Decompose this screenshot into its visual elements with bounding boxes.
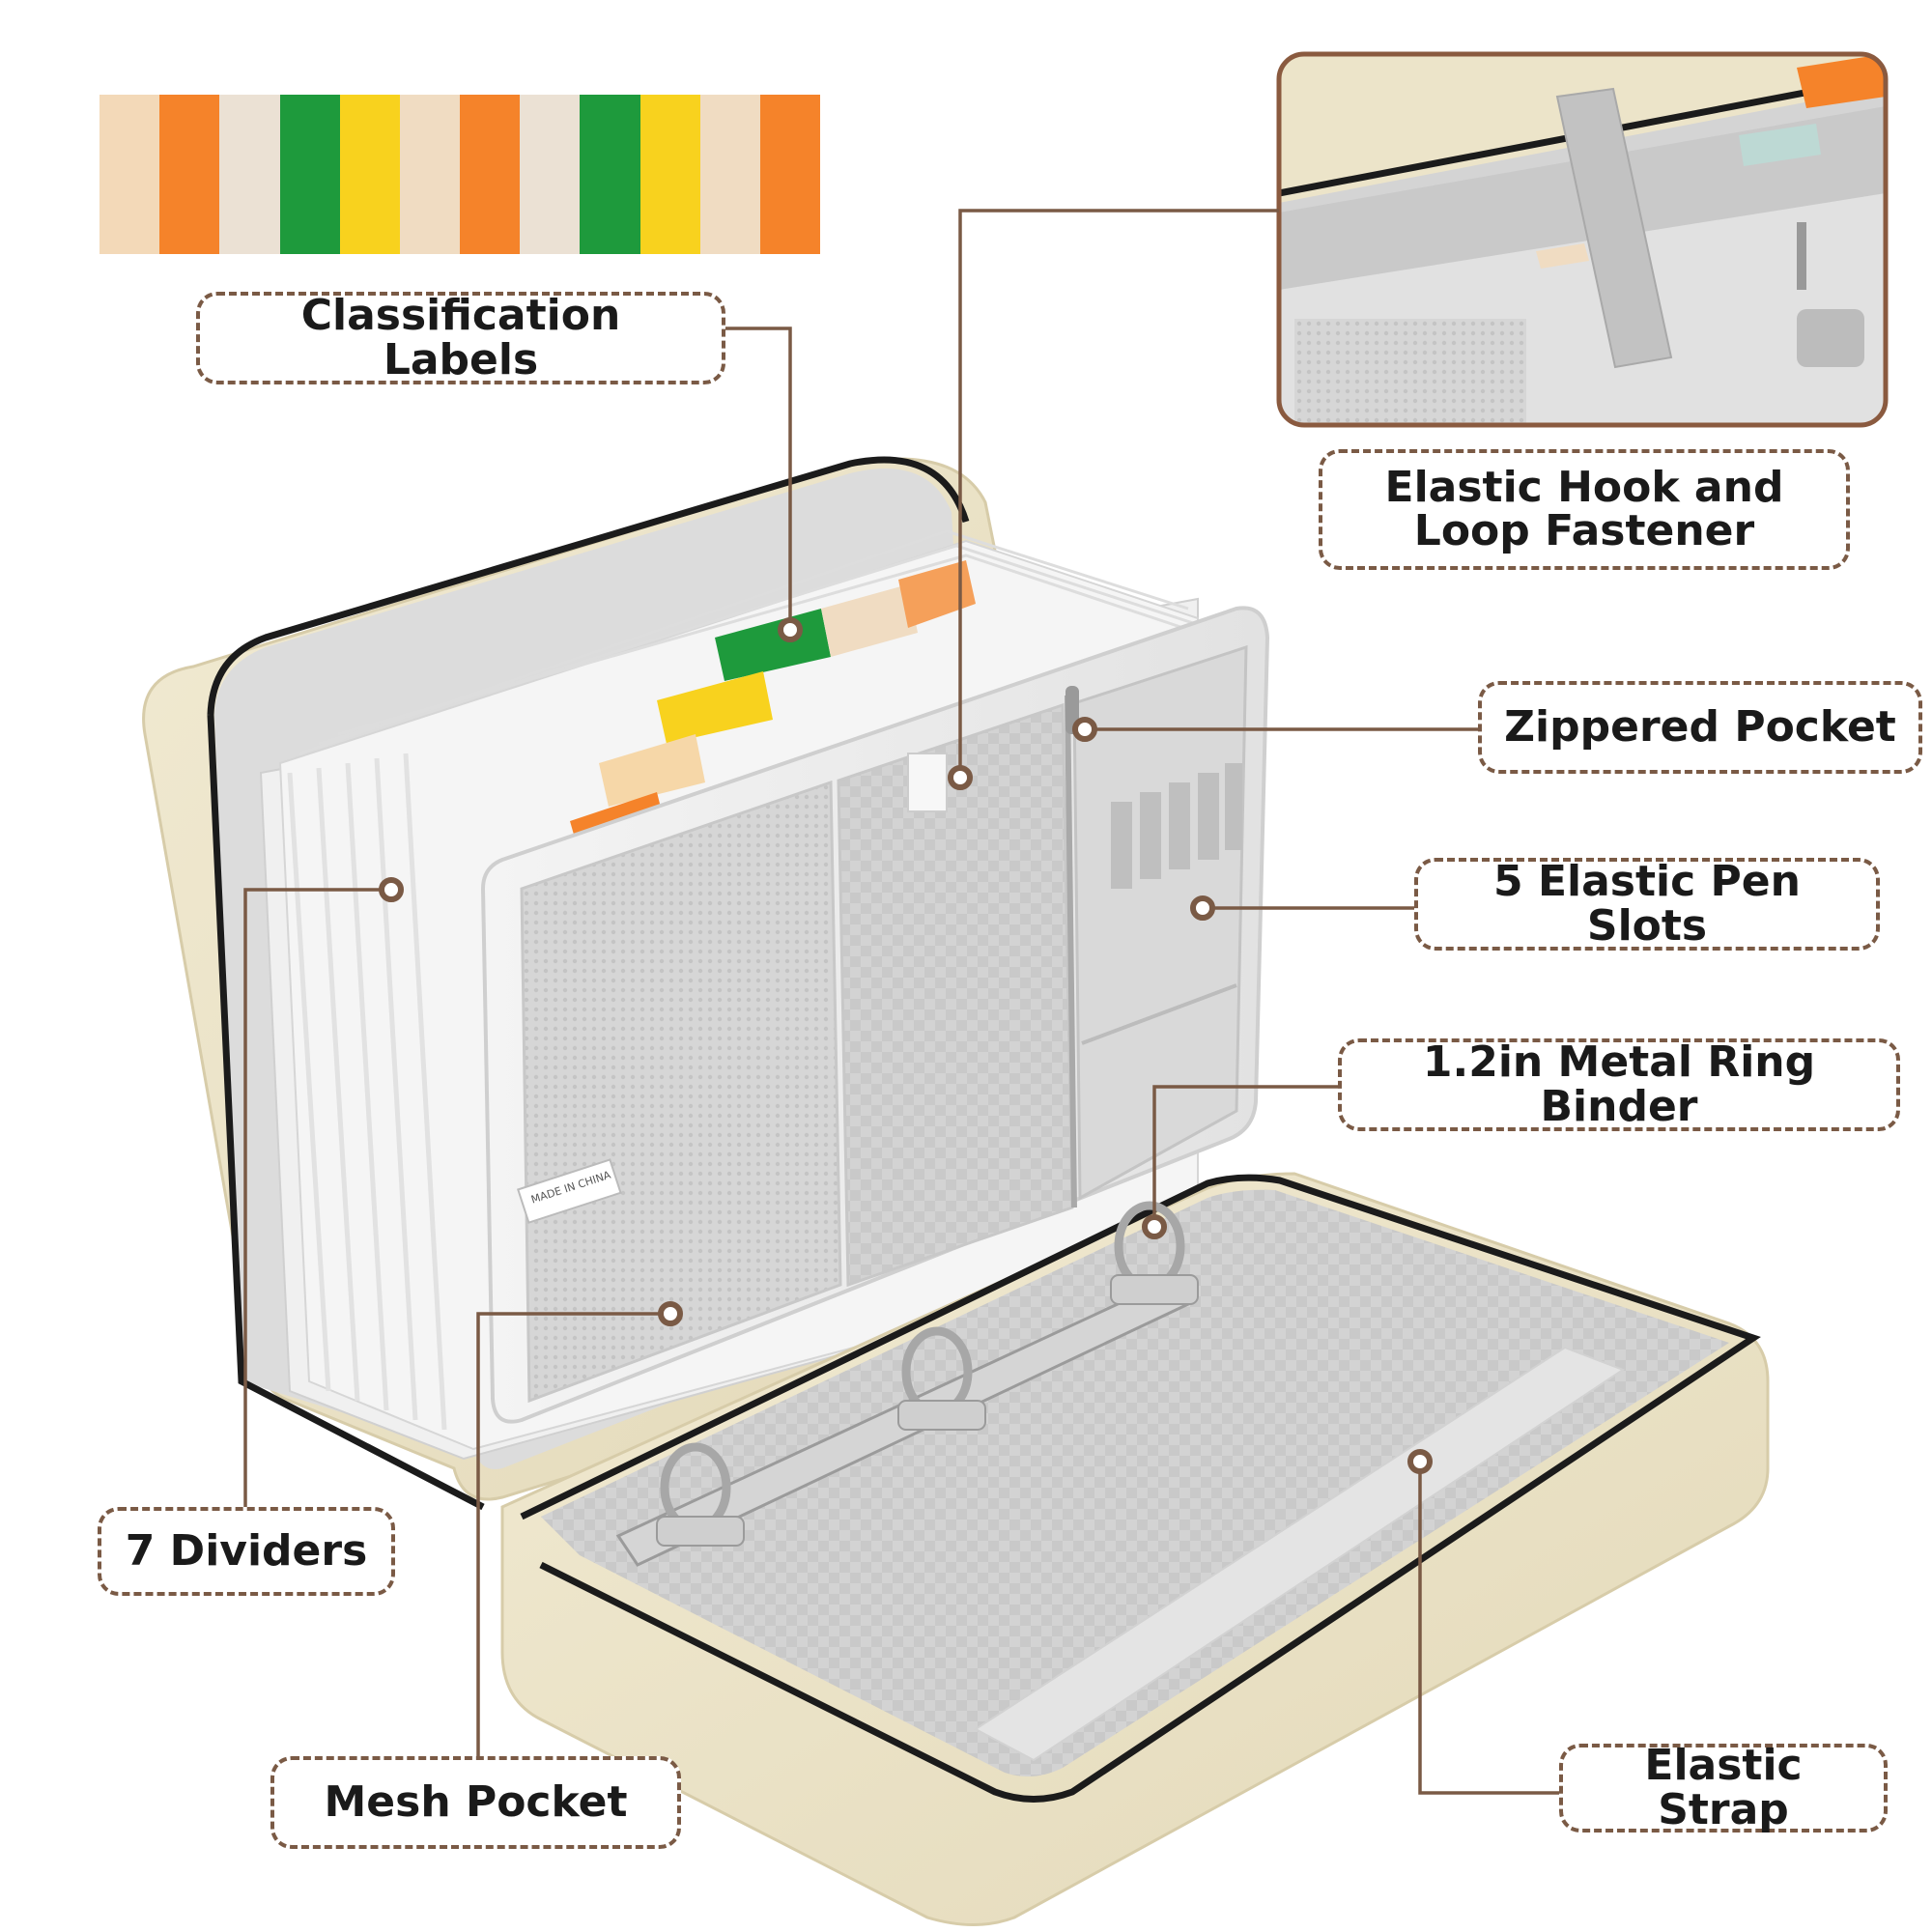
dot-classification bbox=[778, 617, 803, 642]
label-swatch bbox=[159, 95, 220, 254]
inset-frame bbox=[1276, 51, 1889, 428]
leader-strap bbox=[1418, 1462, 1561, 1795]
made-in-china-tag bbox=[517, 1158, 622, 1224]
callout-zippered-pocket: Zippered Pocket bbox=[1478, 681, 1922, 774]
dot-mesh bbox=[658, 1301, 683, 1326]
leader-ring bbox=[1152, 1085, 1341, 1227]
callout-elastic-strap: Elastic Strap bbox=[1559, 1743, 1888, 1833]
dot-ring bbox=[1142, 1214, 1167, 1239]
inset-closeup-photo bbox=[1279, 54, 1886, 425]
divider-tabs bbox=[570, 560, 976, 855]
label-swatch bbox=[460, 95, 521, 254]
dot-hook bbox=[948, 765, 973, 790]
dot-strap bbox=[1407, 1449, 1433, 1474]
leader-classification bbox=[724, 327, 792, 630]
callout-mesh-pocket: Mesh Pocket bbox=[270, 1756, 681, 1849]
label-swatch bbox=[580, 95, 640, 254]
leader-dots bbox=[379, 617, 1433, 1474]
center-pocket-area bbox=[837, 702, 1074, 1288]
label-swatch bbox=[399, 95, 461, 254]
leader-dividers bbox=[243, 888, 391, 1513]
callout-elastic-hook-loop-fastener: Elastic Hook and Loop Fastener bbox=[1319, 449, 1850, 570]
lid-zipper bbox=[207, 456, 970, 716]
label-swatch bbox=[520, 95, 581, 254]
pen-slots bbox=[1111, 763, 1242, 889]
label-swatch bbox=[759, 95, 821, 254]
base-lining bbox=[541, 1189, 1729, 1776]
dot-dividers bbox=[379, 877, 404, 902]
callout-metal-ring-binder: 1.2in Metal Ring Binder bbox=[1338, 1038, 1900, 1131]
leader-hook bbox=[958, 209, 1279, 778]
dot-zippered bbox=[1072, 717, 1097, 742]
callout-elastic-pen-slots: 5 Elastic Pen Slots bbox=[1414, 858, 1880, 951]
elastic-strap-shape bbox=[974, 1346, 1626, 1762]
classification-label-swatches bbox=[99, 95, 821, 254]
label-swatch bbox=[99, 95, 160, 254]
label-swatch bbox=[699, 95, 760, 254]
callout-classification-labels: Classification Labels bbox=[196, 292, 725, 384]
mesh-pocket-area bbox=[520, 780, 842, 1404]
label-swatch bbox=[219, 95, 280, 254]
label-swatch bbox=[639, 95, 700, 254]
leader-mesh bbox=[476, 1312, 670, 1760]
callout-dividers: 7 Dividers bbox=[98, 1507, 395, 1596]
dot-pen bbox=[1190, 895, 1215, 921]
label-swatch bbox=[279, 95, 340, 254]
label-swatch bbox=[339, 95, 400, 254]
leader-lines bbox=[243, 209, 1561, 1795]
